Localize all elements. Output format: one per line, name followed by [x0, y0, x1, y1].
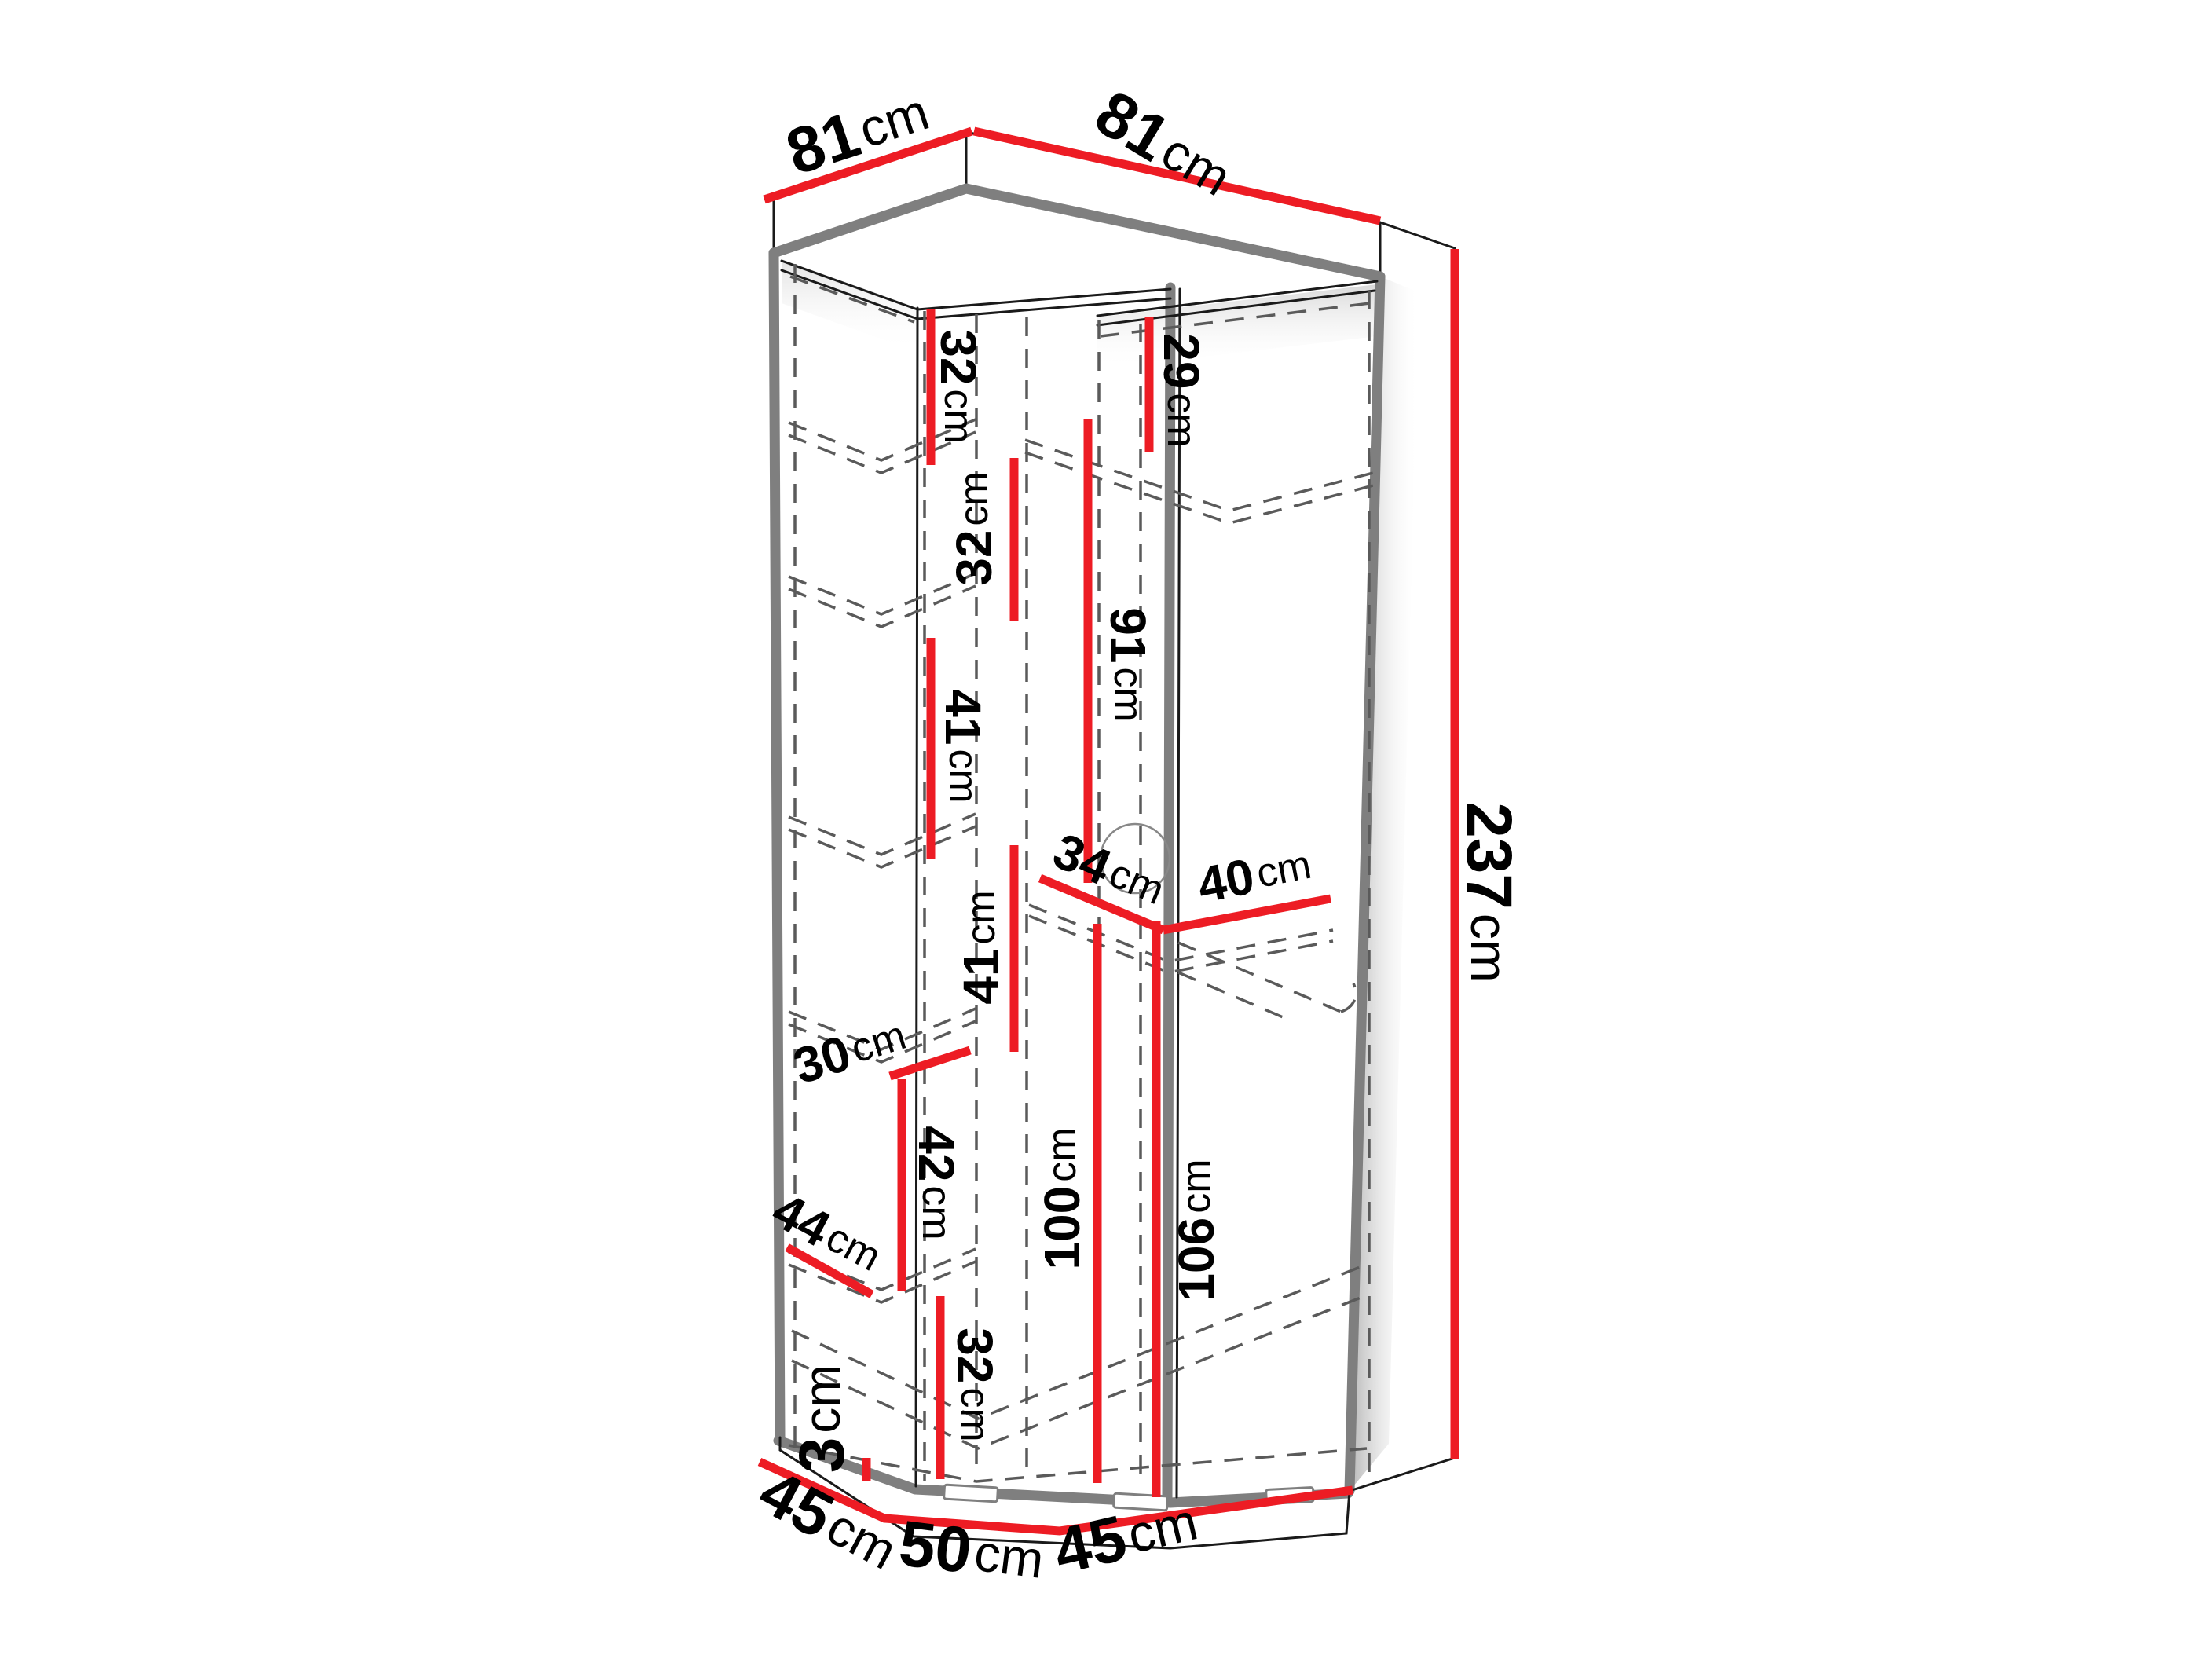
right-edge-shadow — [1350, 276, 1419, 1491]
dim-line-top-right-width — [972, 126, 1382, 225]
interior-top-front-edge — [916, 287, 1172, 320]
gray-edges — [768, 183, 1386, 1508]
left-outer-edge — [768, 247, 786, 1443]
dim-line-shelf-depth-30 — [888, 1046, 972, 1081]
dim-label-left-section-1: 32cm — [930, 329, 987, 444]
dim-label-right-lower-height: 106cm — [1168, 1159, 1225, 1301]
dim-label-left-section-5: 42cm — [908, 1126, 965, 1240]
dim-label-base-front-width: 50cm — [895, 1507, 1048, 1596]
interior-top-left-dashed — [789, 275, 915, 324]
dim-label-left-section-3: 41cm — [935, 689, 991, 804]
top-band-bottom-edge — [768, 183, 1386, 282]
right-top-shelf — [1024, 438, 1374, 525]
plinth-outline — [778, 1436, 1351, 1550]
outline-lines — [778, 221, 1456, 1550]
front-right-inner-edge — [1175, 287, 1181, 1499]
dim-line-top-left-width — [763, 126, 973, 204]
dim-line-shelf-depth-34 — [1038, 873, 1166, 935]
interior-top-shade-left — [782, 259, 917, 352]
left-shelf-5 — [788, 1247, 976, 1304]
floor-back-edge — [788, 1444, 1368, 1483]
left-shelf-2 — [788, 572, 976, 628]
left-shelf-4 — [788, 1007, 976, 1064]
dim-label-left-section-6: 32cm — [947, 1328, 1003, 1442]
interior-top-right-edge — [1096, 280, 1379, 327]
witness-line-bottom — [1348, 1456, 1456, 1492]
dim-label-total-height: 237cm — [1454, 802, 1525, 983]
dim-line-shelf-width-40 — [1162, 894, 1332, 935]
front-left-edge — [914, 306, 919, 1488]
dim-label-plinth-height: 3cm — [786, 1364, 858, 1474]
dim-line-base-widths — [757, 1457, 1353, 1536]
floor-chevron — [791, 1265, 1365, 1450]
dim-label-left-section-2: 32cm — [946, 471, 1002, 586]
hanging-rod-circle — [1099, 822, 1171, 895]
dim-label-right-section-top: 29cm — [1153, 333, 1210, 448]
dim-label-center-upper-height: 91cm — [1100, 607, 1156, 722]
bottom-body-edge — [773, 1435, 1353, 1508]
right-back-edge — [1344, 271, 1386, 1496]
witness-line-top — [1379, 221, 1456, 250]
dimension-lines — [757, 126, 1459, 1536]
left-shelf-3 — [788, 812, 976, 869]
plinth-notch — [1112, 1492, 1169, 1512]
left-shelf-1 — [788, 418, 976, 474]
interior-top-left-edge — [780, 259, 919, 320]
dim-label-shelf-width-40: 40cm — [1193, 837, 1317, 914]
dim-label-center-lower-height: 100cm — [1034, 1127, 1090, 1269]
dim-line-shelf-depth-44 — [785, 1243, 874, 1298]
mid-shelf — [1028, 903, 1334, 974]
front-right-edge — [1162, 282, 1176, 1504]
plinth-notch — [943, 1483, 999, 1503]
mid-shelf-depth-lines — [1177, 941, 1357, 1023]
dim-label-left-section-4: 41cm — [953, 890, 1009, 1005]
dim-label-shelf-depth-30: 30cm — [787, 1007, 913, 1094]
